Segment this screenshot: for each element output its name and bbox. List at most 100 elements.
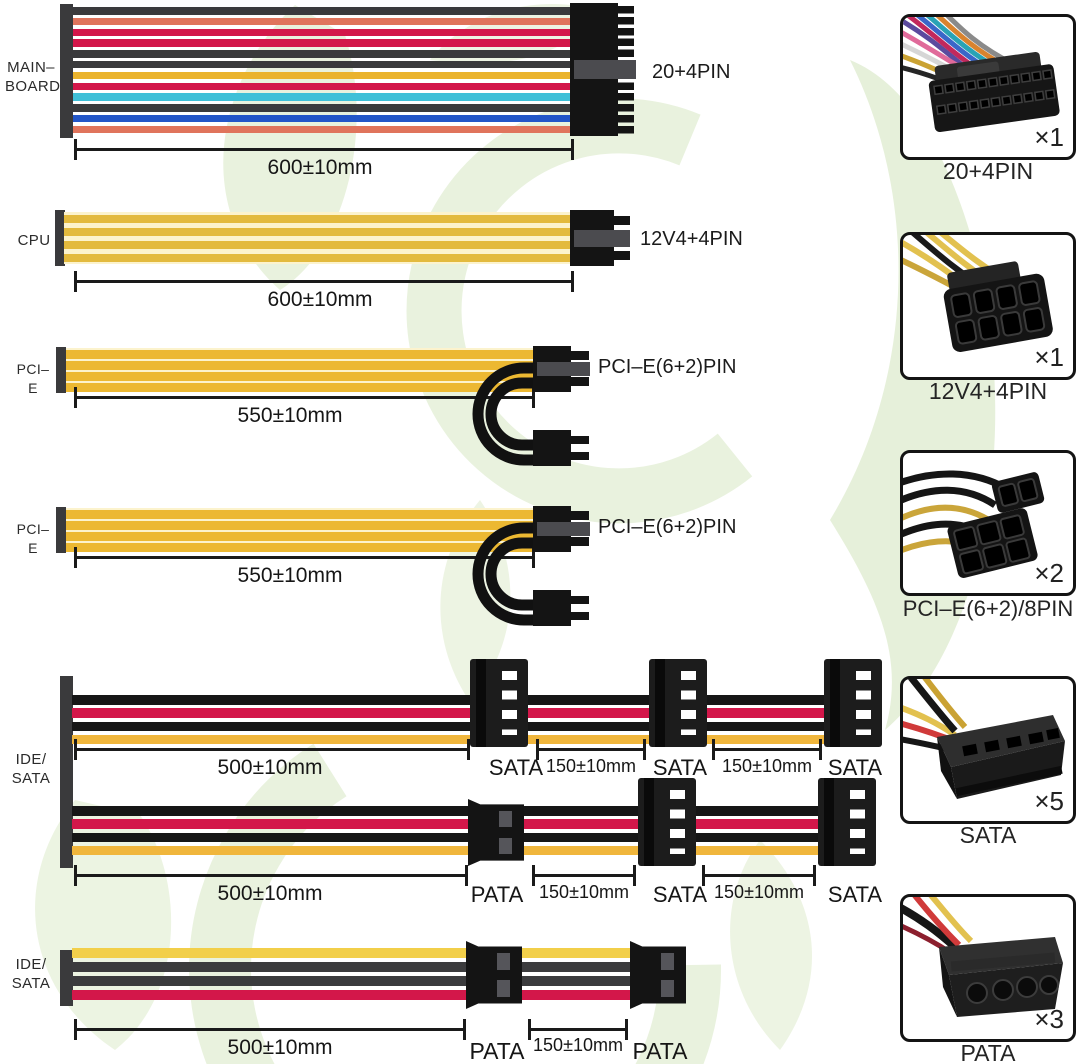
wire — [72, 976, 660, 986]
wire — [64, 228, 570, 236]
wire — [64, 215, 570, 223]
cpu-connector-tooth-bottom — [614, 251, 630, 260]
ide-row3-plug2-label: PATA — [632, 1038, 688, 1064]
idesata2-label-line1: IDE/ — [15, 956, 47, 973]
mainboard-label: MAIN– BOARD — [5, 58, 61, 96]
wire — [73, 125, 570, 134]
sata-row1-seg1-text: 150±10mm — [546, 756, 636, 776]
mainboard-dim-text: 600±10mm — [267, 156, 373, 179]
sata-row1-dim-main-line — [74, 739, 470, 760]
sata-row1-connector-3 — [824, 659, 882, 747]
sata-row1-seg2-text: 150±10mm — [722, 756, 812, 776]
mainboard-cable-root-bar — [60, 4, 73, 138]
sata-row2-plug1-label: PATA — [470, 882, 524, 907]
pcie1-connector-bottom — [533, 430, 571, 466]
sata-row2-seg1-text: 150±10mm — [539, 882, 629, 902]
wire — [64, 241, 570, 249]
mainboard-dim-line — [74, 139, 574, 160]
sata-row1-plug2-label: SATA — [652, 755, 708, 780]
ide-row3-wires — [72, 948, 660, 1000]
pcie2-loop-cables — [472, 522, 560, 626]
photo-12v4-4pin: ×1 — [900, 232, 1076, 380]
sata-row2-connector-3 — [818, 778, 876, 866]
qty-badge: ×5 — [1034, 786, 1064, 816]
ide-row3-dim-main-text: 500±10mm — [227, 1036, 333, 1059]
mainboard-label-line2: BOARD — [5, 78, 61, 95]
sata-row2-seg1-line — [532, 865, 636, 886]
photo-pcie-image — [903, 470, 1045, 578]
qty-badge: ×1 — [1034, 122, 1064, 152]
pcie1-loop-cables — [472, 362, 560, 466]
cpu-dim-text: 600±10mm — [267, 288, 373, 311]
photo-pcie-6-2pin: ×2 — [900, 450, 1076, 596]
pcie2-wires — [66, 510, 545, 552]
photo-20-4pin: ×1 — [900, 14, 1076, 160]
wire — [66, 510, 545, 519]
sata-row1-connector-1 — [470, 659, 528, 747]
wire — [73, 114, 570, 123]
pcie1-connector-keyband — [537, 362, 590, 376]
wire — [72, 948, 660, 958]
pata-row2-connector — [468, 799, 524, 866]
pcie1-label: PCI–E — [16, 361, 50, 396]
photo-sata-image — [903, 679, 1065, 799]
pcie1-top-tooth-1 — [571, 351, 589, 360]
wire — [66, 372, 545, 381]
pcie2-dim-line — [74, 547, 535, 568]
sata-row2-seg2-line — [702, 865, 816, 886]
idesata2-label-line2: SATA — [11, 975, 51, 992]
wire — [73, 104, 570, 112]
qty-badge: ×3 — [1034, 1004, 1064, 1034]
cpu-cable-root-bar — [55, 210, 65, 266]
wire — [73, 17, 570, 26]
pcie2-dim-text: 550±10mm — [237, 564, 343, 587]
wire — [73, 39, 570, 47]
sata-row2-plug2-label: SATA — [652, 882, 708, 907]
wire — [73, 93, 570, 101]
caption-pcie-6-2pin: PCI–E(6+2)/8PIN — [902, 596, 1074, 621]
wire — [73, 60, 570, 69]
wire — [64, 254, 570, 262]
pcie2-top-tooth-2 — [571, 537, 589, 546]
mainboard-label-line1: MAIN– — [7, 59, 55, 76]
cpu-dim-line — [74, 271, 574, 292]
wire — [73, 28, 570, 37]
sata-pins — [669, 790, 685, 854]
pcie2-top-tooth-1 — [571, 511, 589, 520]
photo-pata-image — [903, 897, 1063, 1017]
sata-row2-connector-2 — [638, 778, 696, 866]
sata-pins — [849, 790, 865, 854]
idesata1-label-line2: SATA — [11, 770, 51, 787]
photo-sata: ×5 — [900, 676, 1076, 824]
cpu-wires — [64, 215, 570, 262]
wire — [72, 990, 660, 1000]
cpu-connector-tooth-top — [614, 216, 630, 225]
idesata2-label: IDE/ SATA — [6, 955, 56, 993]
pcie2-bottom-tooth-1 — [571, 596, 589, 604]
ide-row3-dim-main-line — [74, 1019, 466, 1040]
pcie1-cable-root-bar — [56, 347, 66, 393]
wire — [66, 383, 545, 392]
sata-pins — [680, 671, 696, 735]
sata-pins — [855, 671, 871, 735]
ide-row3-seg1-line — [528, 1019, 628, 1040]
ide-row3-seg1-text: 150±10mm — [533, 1035, 623, 1055]
qty-badge: ×2 — [1034, 558, 1064, 588]
pcie2-bottom-tooth-2 — [571, 612, 589, 620]
pcie2-cable-root-bar — [56, 507, 66, 553]
mainboard-connector-keyband — [574, 60, 636, 79]
cpu-label: CPU — [17, 232, 51, 249]
wire — [73, 71, 570, 80]
photo-pata: ×3 — [900, 894, 1076, 1042]
idesata1-label: IDE/ SATA — [6, 750, 56, 788]
sata-row1-connector-2 — [649, 659, 707, 747]
wire — [66, 350, 545, 359]
sata-row2-plug3-label: SATA — [827, 882, 883, 907]
pcie1-wires — [66, 350, 545, 392]
wire — [73, 82, 570, 91]
pcie1-connector-label: PCI–E(6+2)PIN — [598, 356, 737, 378]
photo-12v4-4pin-image — [903, 235, 1053, 352]
caption-12v4-4pin: 12V4+4PIN — [928, 378, 1048, 404]
